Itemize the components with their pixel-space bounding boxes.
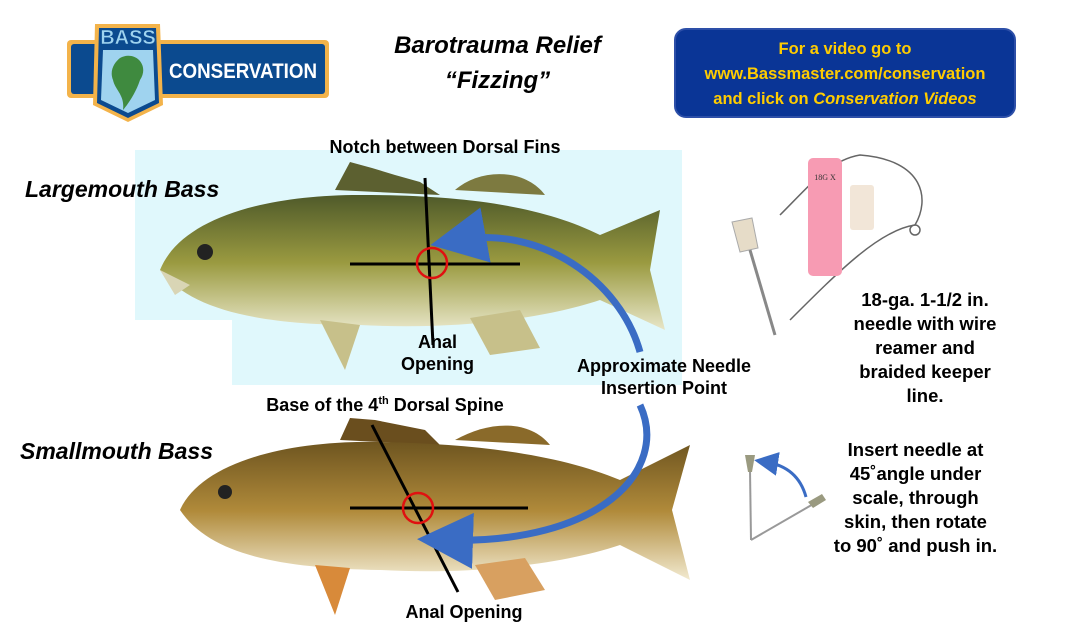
video-line-3: and click on Conservation Videos xyxy=(676,87,1014,112)
svg-text:BASS: BASS xyxy=(100,27,156,49)
needle-caption-line: line. xyxy=(906,385,944,406)
needle-kit-image: 18G X xyxy=(731,154,923,336)
dorsal-spine-label: Base of the 4th Dorsal Spine xyxy=(240,390,530,416)
needle-caption-line: 18-ga. 1-1/2 in. xyxy=(861,289,989,310)
anal-label-line-1: Anal xyxy=(417,332,457,352)
anal-label-line-2: Opening xyxy=(401,354,474,374)
video-line-1: For a video go to xyxy=(778,40,912,58)
svg-text:18G X: 18G X xyxy=(814,173,836,182)
video-url-link[interactable]: www.Bassmaster.com/conservation xyxy=(704,65,986,83)
notch-label: Notch between Dorsal Fins xyxy=(329,137,561,157)
technique-caption-line: skin, then rotate xyxy=(844,511,987,532)
smallmouth-species-label: Smallmouth Bass xyxy=(20,438,213,464)
needle-caption-line: reamer and xyxy=(875,337,975,358)
svg-text:CONSERVATION: CONSERVATION xyxy=(169,60,317,83)
video-line-3-prefix: and click on xyxy=(713,90,814,108)
technique-caption-line: 45˚angle under xyxy=(849,463,982,484)
technique-caption-line: Insert needle at xyxy=(847,439,984,460)
dorsal-label-prefix: Base of the 4 xyxy=(266,395,379,415)
insertion-point-label: Approximate Needle Insertion Point xyxy=(548,355,780,399)
needle-caption-line: braided keeper xyxy=(859,361,991,382)
needle-caption-line: needle with wire xyxy=(853,313,997,334)
video-info-box: For a video go to www.Bassmaster.com/con… xyxy=(674,28,1016,118)
smallmouth-anal-opening-label: Anal Opening xyxy=(405,602,523,622)
smallmouth-bass-image xyxy=(180,418,690,615)
title-line-1: Barotrauma Relief xyxy=(394,32,601,59)
needle-caption: 18-ga. 1-1/2 in. needle with wire reamer… xyxy=(820,288,1030,408)
arrow-to-smallmouth xyxy=(417,403,651,569)
page-title: Barotrauma Relief “Fizzing” xyxy=(340,28,655,98)
largemouth-anal-opening-label: Anal Opening xyxy=(385,331,490,375)
insertion-line-2: Insertion Point xyxy=(601,378,727,398)
insertion-angle-diagram xyxy=(745,452,826,541)
title-line-2: “Fizzing” xyxy=(444,67,551,94)
dorsal-label-suffix: Dorsal Spine xyxy=(388,395,504,415)
bass-conservation-logo: BASS CONSERVATION xyxy=(65,10,330,125)
insertion-line-1: Approximate Needle xyxy=(576,356,752,376)
technique-caption: Insert needle at 45˚angle under scale, t… xyxy=(808,438,1023,558)
technique-caption-line: to 90˚ and push in. xyxy=(833,535,998,556)
arrow-to-largemouth xyxy=(430,207,644,353)
logo-graphic: BASS CONSERVATION xyxy=(67,24,329,122)
conservation-videos-link[interactable]: Conservation Videos xyxy=(813,90,977,108)
largemouth-species-label: Largemouth Bass xyxy=(25,176,220,202)
technique-caption-line: scale, through xyxy=(852,487,979,508)
dorsal-label-sup: th xyxy=(378,395,389,407)
